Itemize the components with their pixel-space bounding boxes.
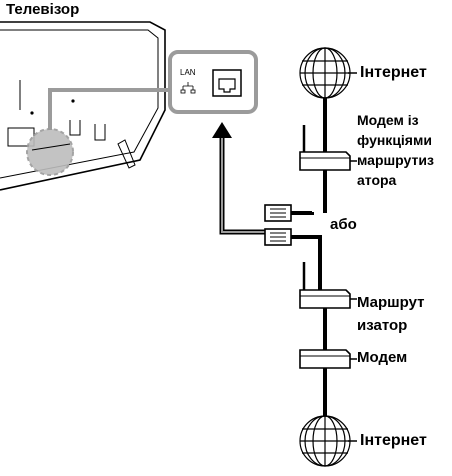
modem-router-device	[299, 125, 351, 171]
router-device	[299, 262, 351, 309]
modem-label: Модем	[357, 349, 408, 366]
arrow-up-icon	[212, 122, 232, 138]
internet-label-bottom: Інтернет	[360, 432, 427, 449]
modem-router-label: Модем із функціями маршрутиз атора	[357, 112, 434, 188]
lan-symbol-icon	[180, 82, 196, 94]
or-label: або	[330, 216, 357, 233]
globe-icon-bottom	[299, 415, 351, 467]
tv-body	[0, 21, 166, 191]
internet-label-top: Інтернет	[360, 64, 427, 81]
router-label: Маршрут изатор	[357, 294, 425, 334]
tv-label: Телевізор	[6, 1, 80, 18]
lan-label: LAN	[180, 68, 196, 77]
zoom-circle	[26, 128, 74, 176]
callout-line	[48, 88, 170, 130]
globe-icon-top	[299, 47, 351, 99]
modem-device	[299, 349, 351, 369]
